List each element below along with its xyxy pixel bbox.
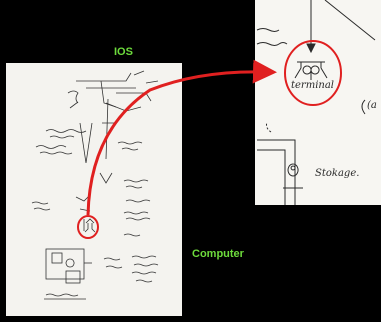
zoom-arrow xyxy=(88,72,268,215)
source-highlight-circle xyxy=(78,216,98,238)
target-highlight-circle xyxy=(285,41,341,105)
